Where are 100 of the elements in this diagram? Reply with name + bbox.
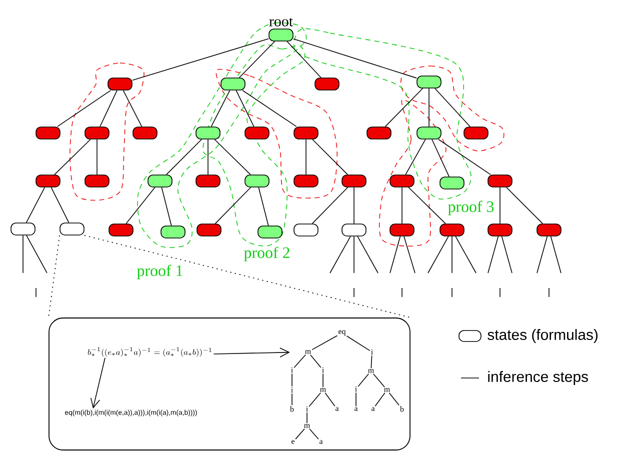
state-node: [488, 174, 512, 188]
branch-line: [50, 186, 70, 223]
state-node: [416, 126, 442, 140]
branch-line: [432, 139, 450, 177]
state-node: [390, 224, 414, 236]
proof-label: proof 3: [448, 200, 494, 216]
tree-line: [358, 373, 369, 387]
state-node: [440, 224, 464, 236]
state-node: [148, 174, 172, 188]
node-label: root: [269, 18, 293, 26]
state-node: [342, 174, 366, 188]
branch-line: [26, 186, 46, 223]
state-node: [416, 76, 442, 88]
branch-line: [404, 236, 416, 274]
branch-line: [330, 236, 351, 274]
branch-line: [405, 139, 426, 175]
state-node: [314, 78, 340, 90]
branch-line: [238, 41, 276, 78]
state-node: [132, 126, 158, 140]
branch-line: [428, 236, 449, 274]
branch-line: [357, 236, 378, 274]
state-node: [258, 226, 282, 238]
state-node: [294, 174, 318, 188]
state-node: [108, 224, 134, 236]
arrow: [90, 358, 106, 409]
state-node: [84, 126, 110, 140]
state-node: [366, 126, 392, 140]
branch-line: [122, 90, 142, 127]
tree-line: [294, 354, 306, 368]
state-node: root: [268, 18, 294, 42]
state-node: [36, 126, 60, 140]
branch-line: [242, 90, 297, 127]
branch-line: [132, 38, 269, 81]
branch-line: [501, 236, 512, 274]
branch-line: [161, 186, 172, 226]
branch-line: [286, 41, 322, 78]
branch-line: [210, 90, 230, 127]
branch-line: [96, 139, 98, 175]
equation: $b^{-1}_{*}((e_{*}a)^{-1}_{*}a)^{-1}=(a^{-1}_{*}(a_{*}b))^{-1}$: [88, 347, 212, 357]
state-node: [390, 174, 414, 188]
tree-line: [306, 412, 308, 424]
state-node: [84, 174, 110, 188]
state-node: [196, 224, 222, 236]
proof-label: proof 2: [244, 246, 290, 262]
state-node: [488, 224, 512, 236]
tree-line: [309, 428, 319, 440]
arrow: [213, 348, 290, 358]
zoom-line: [84, 234, 411, 318]
state-node: [108, 78, 132, 90]
tree-line: [373, 373, 385, 388]
tree-line: [312, 335, 338, 350]
state-node: [464, 126, 488, 140]
state-node: [294, 126, 318, 140]
branch-line: [236, 90, 254, 127]
state-node: [10, 222, 36, 236]
state-node: [536, 224, 562, 236]
branch-line: [550, 236, 562, 274]
branch-line: [57, 90, 111, 127]
tree-line: [308, 392, 321, 407]
branch-line: [428, 88, 430, 127]
tree-line: [388, 392, 400, 406]
branch-line: [488, 236, 499, 274]
branch-line: [390, 236, 401, 274]
branch-line: [408, 186, 446, 224]
branch-line: [506, 186, 543, 224]
branch-line: [536, 236, 548, 274]
state-node: [244, 174, 270, 188]
branch-line: [22, 234, 24, 274]
branch-line: [312, 139, 348, 175]
state-node: [60, 222, 84, 236]
branch-line: [455, 236, 476, 274]
state-node: [196, 174, 220, 188]
state-node: [244, 126, 270, 140]
branch-line: [438, 139, 491, 175]
state-node: [36, 174, 60, 188]
zoom-line: [48, 234, 60, 318]
tree-line: [310, 354, 322, 368]
branch-line: [434, 88, 470, 127]
tree-line: [324, 392, 336, 406]
branch-line: [312, 186, 348, 224]
branch-line: [293, 38, 417, 78]
legend-text: inference steps: [488, 371, 588, 385]
state-node: [342, 224, 366, 236]
state-node: [160, 226, 186, 238]
proof-label: proof 1: [137, 264, 182, 280]
tree-line: [346, 336, 370, 352]
branch-line: [26, 234, 48, 274]
branch-line: [126, 186, 156, 224]
branch-line: [100, 90, 118, 127]
branch-line: [54, 139, 91, 175]
tree-line: [370, 355, 372, 369]
branch-line: [214, 186, 252, 224]
legend-text: states (formulas): [488, 329, 598, 343]
branch-line: [214, 139, 251, 175]
state-node: [294, 224, 318, 236]
tree-line: [374, 392, 386, 406]
zoom-box: [48, 318, 410, 450]
state-node: [440, 176, 464, 190]
tree-line: [322, 373, 324, 388]
branch-line: [166, 139, 202, 175]
